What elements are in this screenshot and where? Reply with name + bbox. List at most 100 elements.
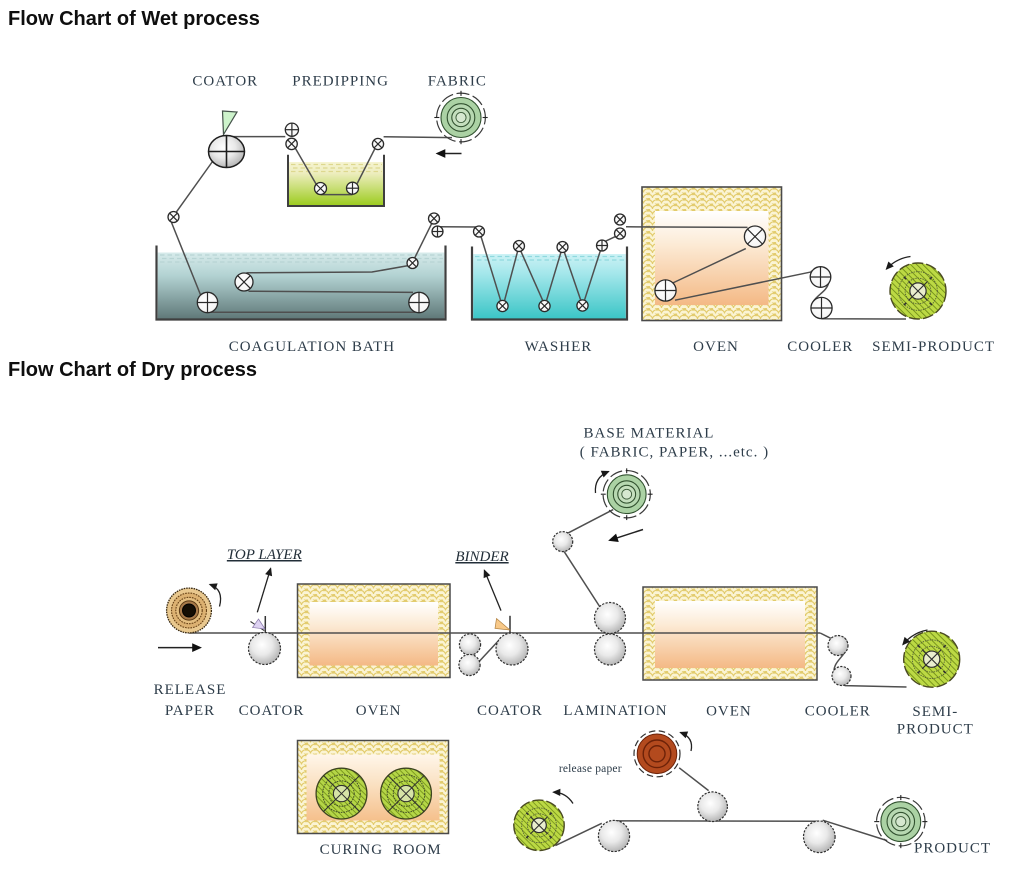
dry-coator-2	[458, 615, 529, 677]
dry-cooler-roller-top	[827, 634, 849, 657]
label-dry-semi-line1: SEMI-	[912, 704, 958, 720]
label-washer: WASHER	[525, 339, 593, 355]
coagulation-roller-small-right	[406, 257, 419, 269]
predipping-tank	[287, 154, 385, 207]
predipping-bath-roller-left	[314, 182, 327, 195]
dry-coator-1-coating-wedge	[251, 618, 266, 630]
lamination-roller-bottom	[593, 633, 627, 666]
coagulation-guide-roller	[167, 211, 180, 223]
label-release-paper-line1: RELEASE	[154, 682, 227, 698]
release-paper-roll	[165, 586, 213, 635]
washer-top-roller-2	[556, 241, 569, 253]
top-layer-pointer-arrow	[256, 567, 273, 613]
release-paper-takeup-roll	[632, 729, 682, 779]
predipping-bath-roller-right	[346, 181, 359, 195]
label-dry-coator-2: COATOR	[477, 703, 543, 719]
coagulation-roller-middle	[234, 272, 254, 292]
dry-process-title: Flow Chart of Dry process	[8, 359, 257, 381]
washer-bottom-roller-1	[496, 300, 509, 312]
wet-arrows	[435, 149, 911, 271]
label-dry-cooler: COOLER	[805, 704, 871, 720]
finishing-roller-left	[597, 819, 631, 853]
label-fabric: FABRIC	[428, 74, 487, 90]
predipping-inlet-roller-bottom	[285, 137, 298, 150]
dry-cooler	[827, 634, 852, 687]
washer-exit-roller-bottom	[614, 227, 626, 240]
curing-room-roll-right	[378, 766, 434, 821]
label-wet-oven: OVEN	[693, 339, 739, 355]
wet-process-section: Flow Chart of Wet process	[8, 8, 995, 355]
washer-bottom-roller-3	[576, 299, 589, 312]
washer-top-roller-3	[596, 239, 608, 252]
label-release-paper-small: release paper	[559, 763, 622, 775]
coagulation-roller-left	[196, 291, 219, 314]
dry-oven-2-interior	[655, 601, 805, 668]
predipping-liquid	[289, 162, 383, 206]
label-dry-oven-2: OVEN	[706, 704, 752, 720]
dry-semi-product-rotation-arrow	[902, 629, 928, 646]
wet-coator-assembly	[207, 110, 246, 169]
wet-web-path	[170, 135, 907, 320]
curing-room-roll-left	[314, 766, 369, 821]
label-base-material-sub: ( FABRIC, PAPER, ...etc. )	[580, 445, 769, 461]
dry-cooler-roller-bottom	[831, 665, 852, 687]
finishing-roller-right	[802, 820, 837, 854]
fabric-roll	[432, 89, 490, 146]
label-coagulation-bath: COAGULATION BATH	[229, 339, 395, 355]
label-wet-coator: COATOR	[192, 74, 258, 90]
wet-coator-knife	[221, 110, 239, 137]
wet-cooler-roller-bottom	[810, 296, 833, 320]
base-material-direction-arrow	[608, 528, 644, 542]
base-material-rotation-arrow	[594, 470, 610, 494]
wet-process-title: Flow Chart of Wet process	[8, 8, 260, 30]
washer-exit-roller-top	[614, 213, 626, 226]
release-paper-rotation-arrow	[208, 583, 222, 607]
wet-oven-roller-bottom	[654, 279, 677, 302]
label-curing-room: CURING ROOM	[320, 842, 442, 858]
wet-coator-roller	[207, 134, 246, 169]
lamination-roller-top	[593, 601, 627, 635]
wet-semi-product-rotation-arrow	[885, 255, 911, 271]
label-binder: BINDER	[455, 549, 508, 565]
label-dry-oven-1: OVEN	[356, 703, 402, 719]
label-product: PRODUCT	[914, 841, 991, 857]
wet-oven-roller-top	[743, 225, 767, 248]
washer-bottom-roller-2	[538, 300, 551, 312]
predipping-inlet-roller-top	[284, 122, 299, 137]
label-lamination: LAMINATION	[563, 703, 667, 719]
finishing-line	[514, 729, 929, 854]
coagulation-liquid-ripples	[160, 254, 443, 263]
washer-inlet-roller	[473, 225, 485, 238]
dry-coator-2-small-roller-top	[458, 633, 482, 656]
label-wet-semi-product: SEMI-PRODUCT	[872, 339, 995, 355]
label-base-material: BASE MATERIAL	[584, 426, 715, 442]
finishing-roll-rotation-arrow	[552, 788, 574, 804]
label-release-paper-line2: PAPER	[165, 703, 215, 719]
binder-pointer-arrow	[483, 569, 502, 611]
base-material-guide-roller	[552, 530, 574, 553]
label-dry-coator-1: COATOR	[239, 703, 305, 719]
washer-top-roller-1	[513, 240, 525, 252]
dry-coator-2-small-roller-bottom	[458, 653, 481, 677]
finishing-semi-product-roll	[514, 800, 564, 850]
label-predipping: PREDIPPING	[292, 74, 389, 90]
wet-semi-product-roll	[890, 263, 946, 319]
coagulation-tank-walls	[155, 245, 447, 321]
label-dry-semi-line2: PRODUCT	[897, 722, 974, 738]
dry-coator-1-roller	[247, 631, 282, 666]
dry-oven-1	[296, 583, 451, 679]
washer-tank-walls	[470, 246, 629, 321]
dry-semi-product-roll	[904, 631, 960, 687]
dry-coator-2-roller	[495, 632, 529, 666]
coagulation-roller-right	[408, 291, 430, 314]
wet-cooler-roller-top	[809, 266, 832, 288]
dry-coator-1	[247, 616, 282, 666]
finishing-roller-middle	[696, 791, 729, 823]
label-wet-cooler: COOLER	[787, 339, 853, 355]
dry-coator-2-coating-wedge	[494, 617, 512, 631]
predipping-outlet-roller	[372, 138, 384, 150]
coagulation-exit-roller-bottom	[431, 225, 444, 238]
label-top-layer: TOP LAYER	[227, 547, 302, 563]
